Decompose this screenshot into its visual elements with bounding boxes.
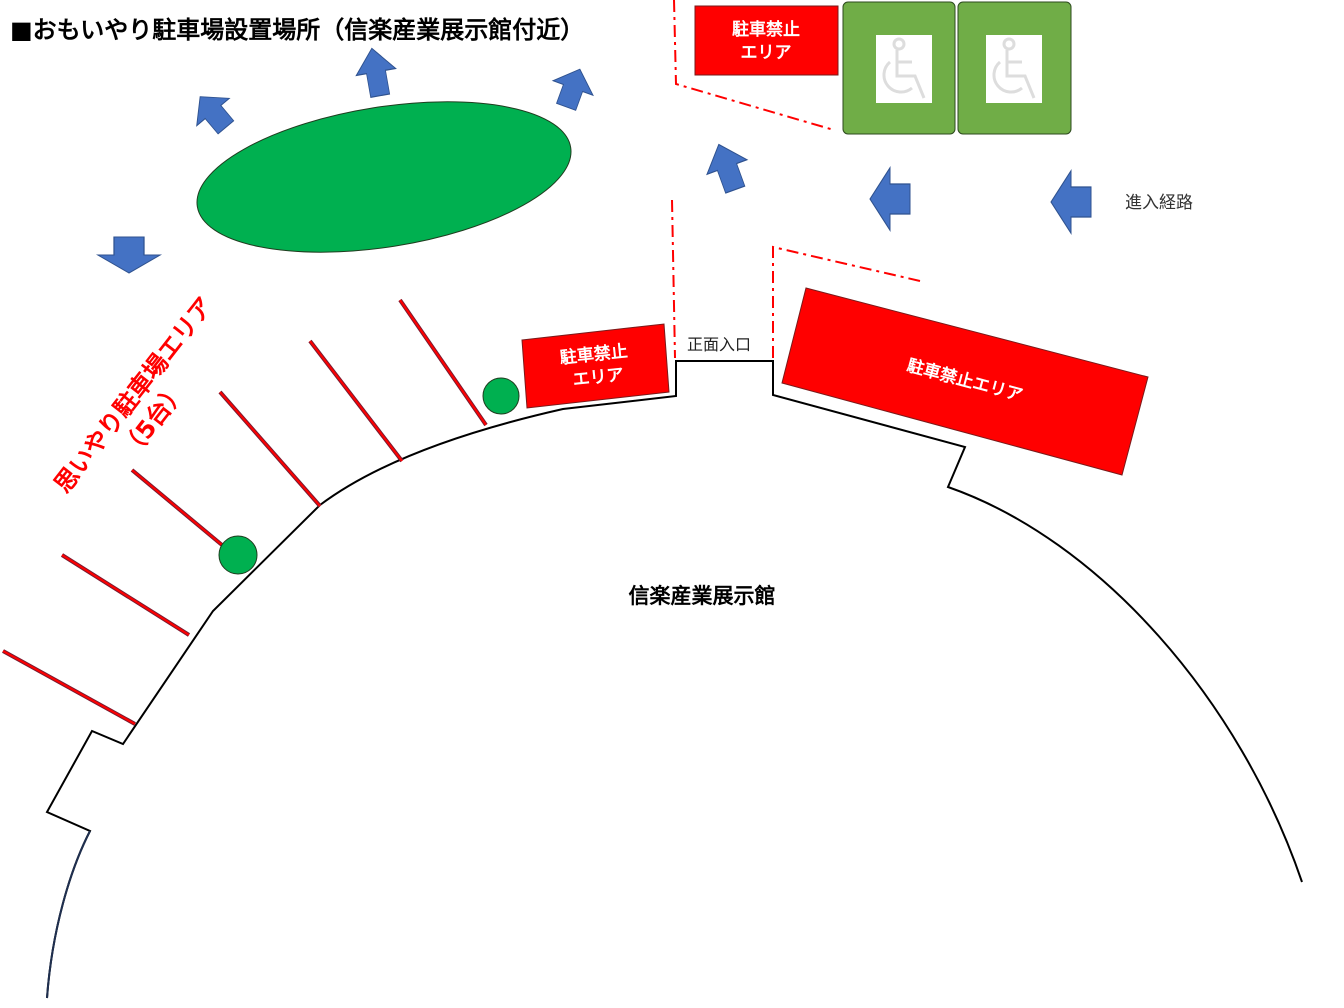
wheelchair-icon <box>882 37 926 99</box>
green-area <box>196 101 572 253</box>
accessible-parking-slot <box>842 1 956 135</box>
arrow-icon <box>351 44 401 100</box>
entrance-label: 正面入口 <box>687 335 751 354</box>
parking-slot-lines <box>2 298 488 726</box>
no-parking-label: 駐車禁止 <box>732 19 800 40</box>
arrow-icon <box>869 167 911 231</box>
arrow-icon <box>698 136 756 198</box>
page-title: ■おもいやり駐車場設置場所（信楽産業展示館付近） <box>10 16 584 44</box>
wheelchair-icon <box>992 37 1036 99</box>
green-marker <box>218 535 258 575</box>
no-parking-label: エリア <box>741 43 792 63</box>
route-label: 進入経路 <box>1125 193 1193 213</box>
boundary-lines <box>671 0 921 359</box>
omoiyari-area-label: 思いやり駐車場エリア <box>49 292 219 498</box>
arrow-icon <box>545 61 601 115</box>
no-parking-zone-top <box>694 5 839 76</box>
arrow-icon <box>1050 170 1092 234</box>
arrow-icon <box>97 236 161 274</box>
arrow-icon <box>183 82 243 142</box>
no-parking-zone-mid <box>521 323 670 409</box>
accessible-parking-slot <box>957 1 1072 135</box>
building-label: 信楽産業展示館 <box>629 584 776 608</box>
no-parking-zone-large <box>781 287 1149 476</box>
green-marker <box>482 377 520 415</box>
